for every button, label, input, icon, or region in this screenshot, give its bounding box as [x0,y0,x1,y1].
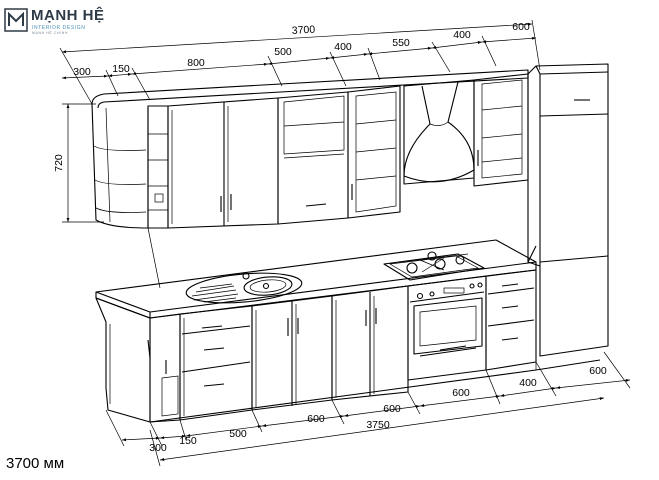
base-corner-cabinet [95,297,151,423]
wall-cabinet-800 [167,97,279,229]
lower-seg-8: 600 [589,365,607,377]
upper-seg-4: 500 [274,46,292,58]
base-cabinets [95,269,601,423]
lower-seg-4: 600 [307,413,325,425]
plinth [149,359,601,423]
upper-seg-1: 300 [73,66,91,78]
upper-seg-7: 400 [453,29,471,41]
upper-height-label: 720 [53,154,65,172]
back-wall [147,180,529,289]
upper-seg-3: 800 [187,57,205,69]
tall-cabinet [527,63,609,357]
flap-handle [305,203,327,207]
upper-dimensions: 3700 300 150 800 500 400 550 400 600 720 [53,19,541,223]
gas-hob-icon [383,251,485,281]
drawer-handle-5 [501,305,519,309]
upper-total-line [61,22,533,54]
caption: 3700 мм [6,455,65,472]
upper-total-label: 3700 [291,24,315,37]
brand-subtitle: INTERIOR DESIGN [32,25,86,31]
upper-seg-8: 600 [512,21,530,33]
drawer-handle-3 [203,383,225,387]
lower-seg-2: 150 [179,435,197,447]
lower-seg-3: 500 [229,428,247,440]
lower-total-label: 3750 [366,419,390,431]
lower-total-line [159,397,605,461]
brand-tagline: MẠNH HỆ CHINH [32,31,68,35]
drawer-handle-2 [203,347,225,351]
range-hood-icon [403,79,475,185]
lower-seg-1: 300 [149,442,167,454]
sink-icon [185,272,303,304]
brand-logo-icon [4,8,28,32]
brand-name: MẠNH HỆ [31,7,105,24]
wall-cabinets [91,69,529,229]
lower-seg-5: 600 [383,403,401,415]
upper-seg-6: 550 [392,37,410,49]
drawer-handle-1 [201,325,223,329]
upper-seg-2: 150 [112,63,130,75]
drawer-handle-6 [501,337,519,341]
lower-seg-7: 400 [519,377,537,389]
lower-seg-6: 600 [452,387,470,399]
cornice [91,69,529,109]
upper-seg-5: 400 [334,41,352,53]
brand-logo: MẠNH HỆ INTERIOR DESIGN MẠNH HỆ CHINH [4,6,114,36]
base-cabinet-150 [149,313,181,423]
oven-icon [407,275,487,381]
drawer-handle-4 [501,283,519,287]
wall-cabinet-400 [347,85,401,219]
lower-dimensions: 300 150 500 600 600 600 400 600 3750 [105,351,631,467]
